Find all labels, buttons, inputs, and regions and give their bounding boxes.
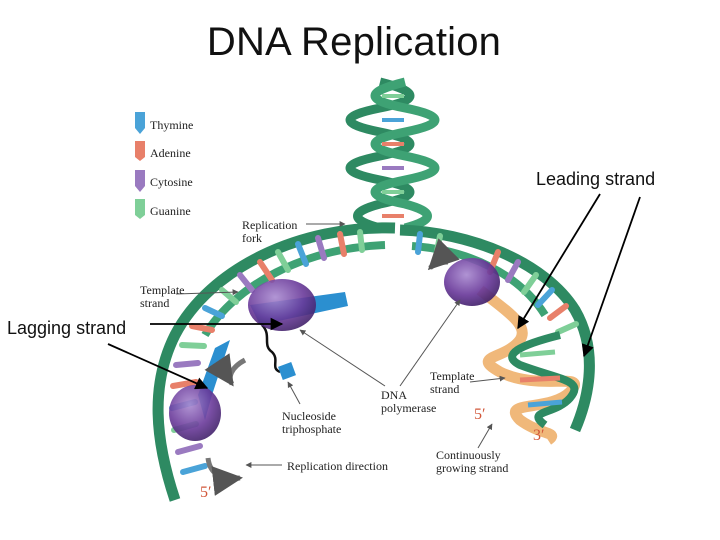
thymine-icon [135, 112, 145, 134]
legend-label-thymine: Thymine [150, 118, 194, 132]
polymerase-left [248, 279, 316, 331]
leading-strand-callout: Leading strand [536, 169, 656, 189]
leading-arrow-2 [581, 196, 641, 358]
parent-helix [345, 77, 440, 233]
three-prime-label: 3′ [533, 427, 545, 444]
synthesis-arrow-right [427, 238, 460, 271]
leading-arrow-1 [517, 193, 601, 330]
polymerase-right [444, 258, 500, 306]
replication-direction-label: Replication direction [287, 459, 388, 473]
legend-label-guanine: Guanine [150, 204, 191, 218]
replication-direction-arrow [205, 457, 243, 496]
legend-label-cytosine: Cytosine [150, 175, 193, 189]
five-prime-label-right: 5′ [474, 406, 486, 423]
guanine-icon [135, 199, 145, 219]
page-title: DNA Replication [206, 20, 502, 64]
polymerase-bottom [169, 385, 221, 441]
adenine-icon [135, 141, 145, 161]
cytosine-icon [135, 170, 145, 192]
synthesis-arrow-left [204, 353, 247, 387]
callout-arrows [107, 193, 641, 390]
lagging-strand-callout: Lagging strand [7, 318, 127, 338]
legend-label-adenine: Adenine [150, 146, 191, 160]
lagging-arrow-2 [107, 343, 209, 390]
label-leader-lines [175, 221, 506, 468]
leading-strand-helix [476, 285, 581, 445]
five-prime-label-bottom: 5′ [200, 484, 212, 501]
legend-icons [135, 112, 145, 219]
